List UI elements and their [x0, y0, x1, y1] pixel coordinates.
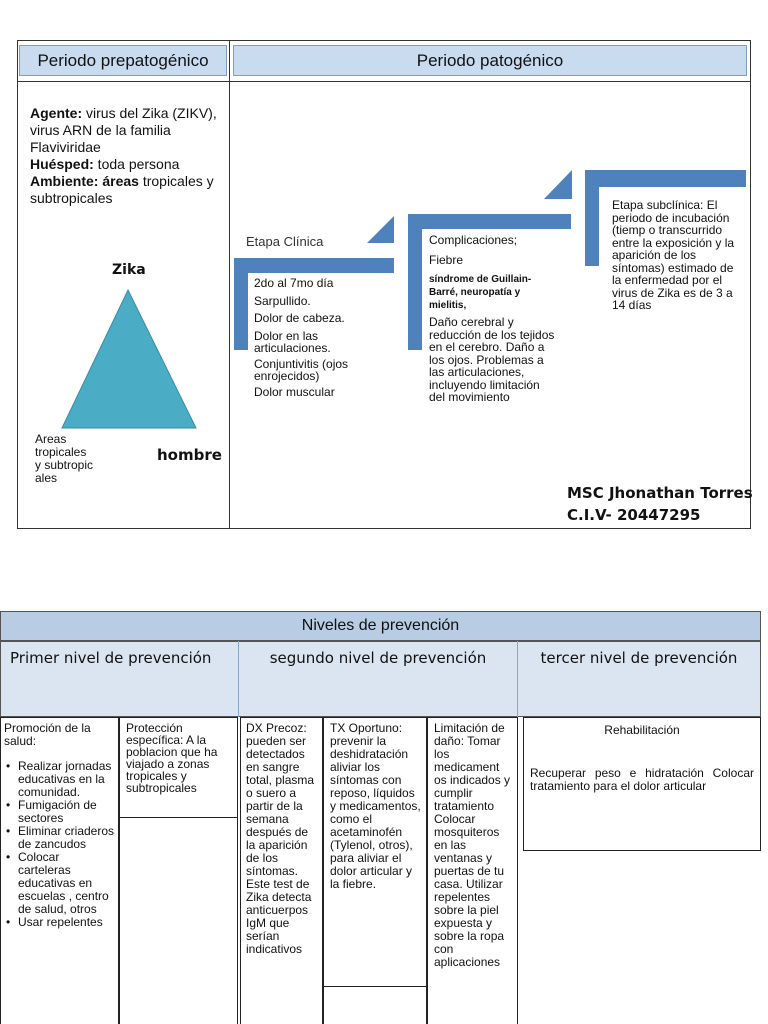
step3-left-bar — [585, 170, 599, 266]
step2-left-bar — [408, 214, 422, 350]
nivel3-header: tercer nivel de prevención — [540, 649, 738, 667]
frame-divider — [229, 40, 230, 529]
clinica-item: 2do al 7mo día — [254, 276, 334, 290]
list-item: Realizar jornadas educativas en la comun… — [4, 760, 115, 799]
tx-oportuno-cell: TX Oportuno: prevenir la deshidratación … — [323, 717, 427, 987]
rehabilitacion-cell: Rehabilitación Recuperar peso e hidratac… — [523, 717, 761, 851]
promocion-title: Promoción de la salud: — [4, 721, 91, 748]
step1-top-bar — [234, 258, 394, 273]
nivel1-header: Primer nivel de prevención — [10, 649, 212, 667]
dx-precoz-cell: DX Precoz: pueden ser detectados en sang… — [240, 717, 323, 1024]
triangle-shape — [61, 288, 197, 429]
tx-empty-cell — [323, 987, 427, 1024]
huesped-text: toda persona — [93, 156, 180, 172]
autor-civ: C.I.V- 20447295 — [567, 506, 701, 524]
complicaciones-dano: Daño cerebral y reducción de los tejidos… — [429, 315, 555, 404]
step3-top-bar — [585, 170, 746, 187]
stair-arrows — [234, 170, 746, 350]
frame-top — [17, 40, 751, 41]
step2-top-bar — [408, 214, 571, 229]
frame-left — [17, 40, 18, 529]
epidemiologic-triangle — [61, 288, 197, 429]
patogenico-header: Periodo patogénico — [233, 45, 747, 76]
limitacion-cell: Limitación de daño: Tomar los medicament… — [427, 717, 518, 1024]
ambiente-label: Ambiente: áreas — [30, 173, 139, 189]
step2-arrowhead — [544, 170, 572, 199]
clinica-item: Dolor en las articulaciones. — [254, 328, 331, 355]
clinica-list: 2do al 7mo día Sarpullido. Dolor de cabe… — [254, 276, 394, 399]
complicaciones-guillain: síndrome de Guillain-Barré, neuropatía y… — [429, 274, 532, 311]
nivel2-header: segundo nivel de prevención — [269, 649, 487, 667]
promocion-list: Realizar jornadas educativas en la comun… — [4, 760, 115, 930]
list-item: Eliminar criaderos de zancudos — [4, 825, 115, 851]
autor-name: MSC Jhonathan Torres — [567, 484, 753, 502]
triada-text: Agente: virus del Zika (ZIKV), virus ARN… — [30, 105, 222, 207]
proteccion-empty-cell — [119, 818, 238, 1024]
frame-bottom — [17, 528, 751, 529]
complicaciones-fiebre: Fiebre — [429, 252, 464, 267]
promocion-cell: Promoción de la salud: Realizar jornadas… — [0, 717, 119, 1024]
nivel-header-row — [0, 641, 761, 717]
complicaciones-title: Complicaciones; — [429, 233, 518, 247]
prevencion-title: Niveles de prevención — [0, 611, 761, 641]
huesped-label: Huésped: — [30, 156, 94, 172]
rehabilitacion-text: Recuperar peso e hidratación Colocar tra… — [530, 766, 754, 793]
frame-right — [750, 40, 751, 529]
clinica-item: Dolor de cabeza. — [254, 311, 345, 325]
subclinica-text: Etapa subclínica: El periodo de incubaci… — [612, 198, 735, 312]
clinica-item: Dolor muscular — [254, 384, 335, 399]
agente-label: Agente: — [30, 105, 83, 121]
header-divider — [17, 81, 751, 82]
nivel-divider-1 — [238, 641, 239, 717]
agente-text: virus del Zika (ZIKV), virus ARN de la f… — [30, 105, 217, 155]
prepatogenico-header: Periodo prepatogénico — [19, 45, 227, 76]
triangle-right-label: hombre — [157, 446, 222, 464]
triangle-top-label: Zika — [112, 262, 146, 278]
clinica-item: Conjuntivitis (ojos enrojecidos) — [254, 356, 349, 383]
list-item: Usar repelentes — [4, 916, 115, 930]
complicaciones-block: Complicaciones; Fiebre síndrome de Guill… — [429, 233, 569, 404]
proteccion-cell: Protección específica: A la poblacion qu… — [119, 717, 238, 818]
list-item: Fumigación de sectores — [4, 799, 115, 825]
triangle-left-label: Areas tropicales y subtropic ales — [35, 432, 94, 485]
ambiente-text: tropicales y subtropicales — [30, 173, 214, 206]
clinica-item: Sarpullido. — [254, 293, 311, 308]
rehabilitacion-title: Rehabilitación — [604, 723, 680, 737]
step1-arrowhead — [367, 216, 394, 243]
etapa-clinica-label: Etapa Clínica — [246, 234, 324, 249]
list-item: Colocar carteleras educativas en escuela… — [4, 851, 115, 916]
nivel-divider-2 — [517, 641, 518, 717]
step1-left-bar — [234, 258, 248, 350]
